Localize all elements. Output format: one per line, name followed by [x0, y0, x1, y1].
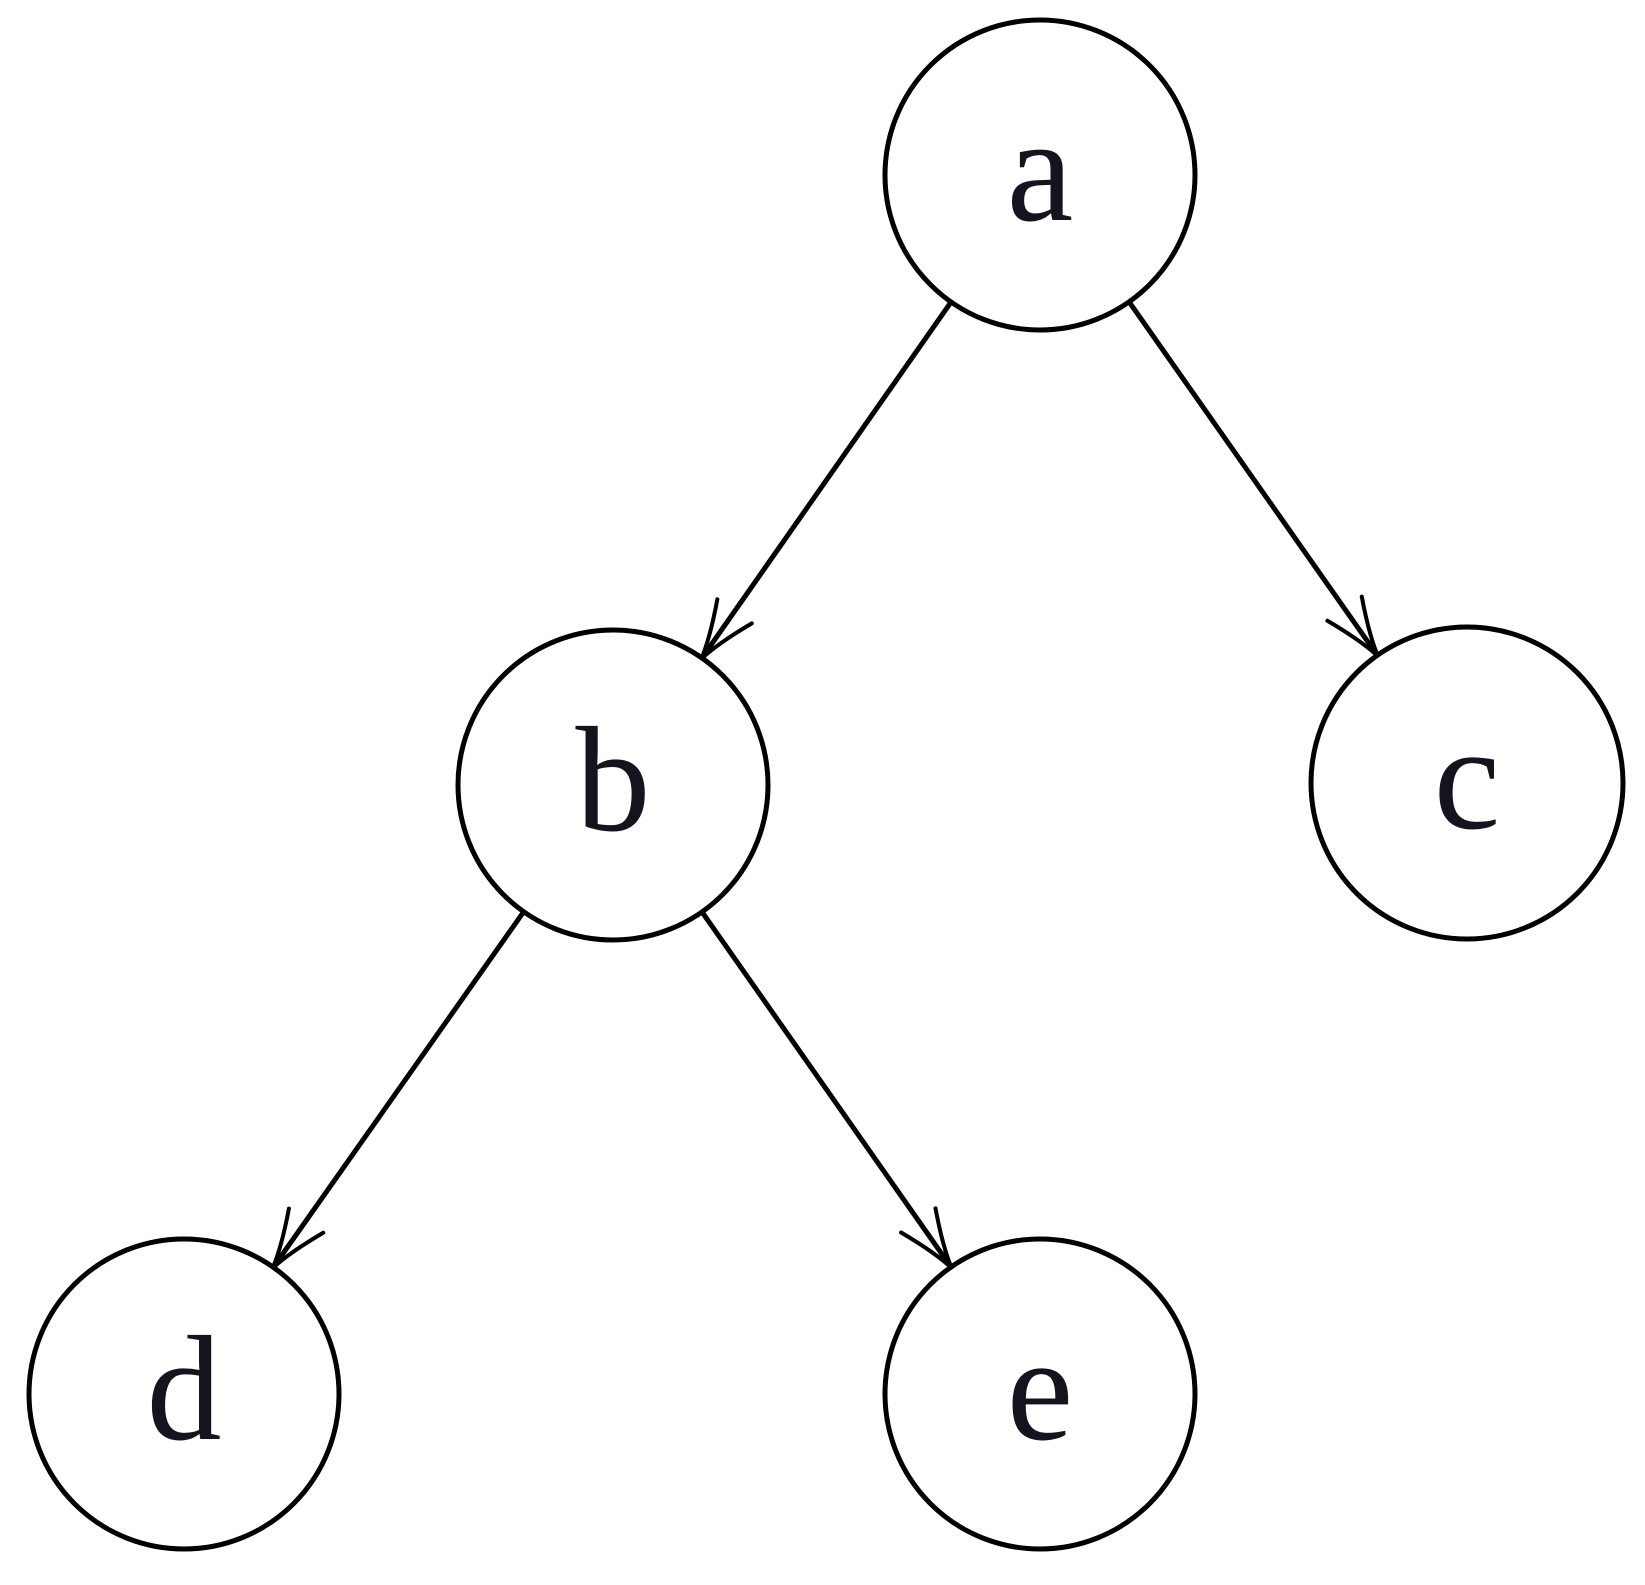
node-c: c: [1308, 624, 1626, 942]
node-label-c: c: [1434, 695, 1501, 861]
node-b: b: [455, 627, 771, 943]
node-d: d: [26, 1236, 342, 1552]
node-circle-c: [1308, 624, 1626, 942]
edge-b-d: [270, 910, 526, 1271]
node-label-b: b: [576, 697, 651, 863]
node-a: a: [882, 17, 1198, 333]
edge-b-e: [699, 910, 954, 1270]
nodes-layer: a b c d e: [26, 17, 1626, 1552]
node-circle-a: [882, 17, 1198, 333]
node-circle-d: [26, 1236, 342, 1552]
node-label-d: d: [147, 1306, 222, 1472]
node-label-a: a: [1007, 87, 1074, 253]
edge-a-b: [699, 300, 954, 661]
edges-layer: [270, 300, 1380, 1271]
node-e: e: [882, 1236, 1198, 1552]
node-circle-e: [882, 1236, 1198, 1552]
node-circle-b: [455, 627, 771, 943]
edge-a-c: [1127, 300, 1380, 659]
node-label-e: e: [1007, 1306, 1074, 1472]
